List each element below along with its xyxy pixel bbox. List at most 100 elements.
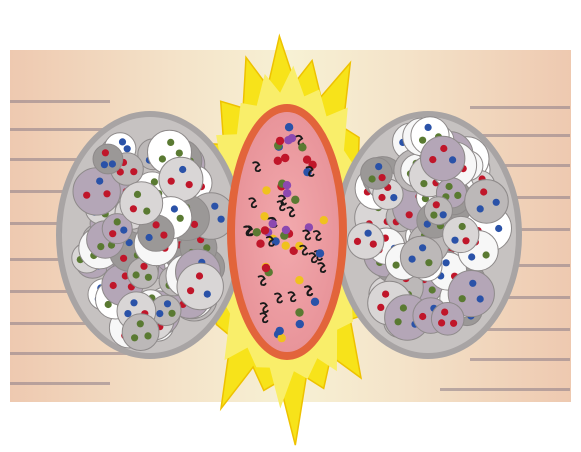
quark [441, 309, 448, 316]
quark [390, 194, 397, 201]
quark [164, 300, 171, 307]
quark [119, 138, 126, 145]
quark [191, 221, 198, 228]
quark [450, 320, 457, 327]
quark [454, 192, 461, 199]
quark [406, 211, 413, 218]
nucleon [93, 144, 123, 174]
quark [462, 237, 469, 244]
nucleon [424, 197, 452, 225]
free-quark [261, 226, 269, 234]
quark [430, 212, 437, 219]
free-quark [320, 216, 328, 224]
quark [354, 238, 361, 245]
quark [177, 215, 184, 222]
quark [370, 241, 377, 248]
quark [395, 318, 402, 325]
quark [419, 313, 426, 320]
quark [102, 149, 109, 156]
quark [468, 253, 475, 260]
quark [477, 295, 484, 302]
quark [429, 156, 436, 163]
quark [196, 272, 203, 279]
quark [433, 201, 440, 208]
quark [425, 124, 432, 131]
free-quark [256, 240, 264, 248]
free-quark [285, 123, 293, 131]
free-quark [260, 212, 268, 220]
quark [130, 168, 137, 175]
quark [438, 319, 445, 326]
quark [420, 180, 427, 187]
quark [110, 282, 117, 289]
quark [375, 163, 382, 170]
quark [451, 237, 458, 244]
free-quark [281, 154, 289, 162]
free-quark [278, 334, 286, 342]
free-quark [282, 226, 290, 234]
free-quark [253, 228, 261, 236]
quark [145, 274, 152, 281]
quark [179, 166, 186, 173]
quark [469, 280, 476, 287]
quark [393, 262, 400, 269]
quark [168, 310, 175, 317]
quark [459, 223, 466, 230]
quark [146, 234, 153, 241]
quark [159, 155, 166, 162]
quark [124, 145, 131, 152]
quark [419, 244, 426, 251]
quark [495, 225, 502, 232]
quark [440, 211, 447, 218]
quark [204, 291, 211, 298]
quark [176, 150, 183, 157]
quark [187, 287, 194, 294]
streak [10, 100, 110, 103]
quark [446, 183, 453, 190]
quark [124, 310, 131, 317]
quark [378, 194, 385, 201]
quark [429, 286, 436, 293]
free-quark [295, 276, 303, 284]
quark [120, 227, 127, 234]
quark [443, 259, 450, 266]
nucleon [348, 223, 384, 259]
quark [409, 256, 416, 263]
free-quark [282, 242, 290, 250]
quark [130, 299, 137, 306]
streak [440, 388, 570, 391]
quark [369, 175, 376, 182]
quark [156, 310, 163, 317]
quark [493, 199, 500, 206]
quark [211, 203, 218, 210]
free-quark [283, 189, 291, 197]
quark [419, 137, 426, 144]
nucleon [159, 157, 203, 201]
quark [114, 218, 121, 225]
quark [153, 221, 160, 228]
quark [171, 205, 178, 212]
quark [449, 156, 456, 163]
free-quark [288, 134, 296, 142]
free-quark [269, 220, 277, 228]
nucleon [421, 136, 465, 180]
quark [382, 291, 389, 298]
left-nucleus [56, 111, 244, 359]
free-quark [298, 143, 306, 151]
free-quark [276, 327, 284, 335]
free-quark [291, 196, 299, 204]
quark [483, 251, 490, 258]
quark [137, 320, 144, 327]
quark [133, 271, 140, 278]
quark [480, 188, 487, 195]
quark [143, 208, 150, 215]
quark [440, 145, 447, 152]
quark [131, 334, 138, 341]
quark [365, 230, 372, 237]
quark [377, 304, 384, 311]
streak [470, 106, 570, 109]
quark [160, 232, 167, 239]
free-quark [274, 157, 282, 165]
streak [470, 358, 570, 361]
